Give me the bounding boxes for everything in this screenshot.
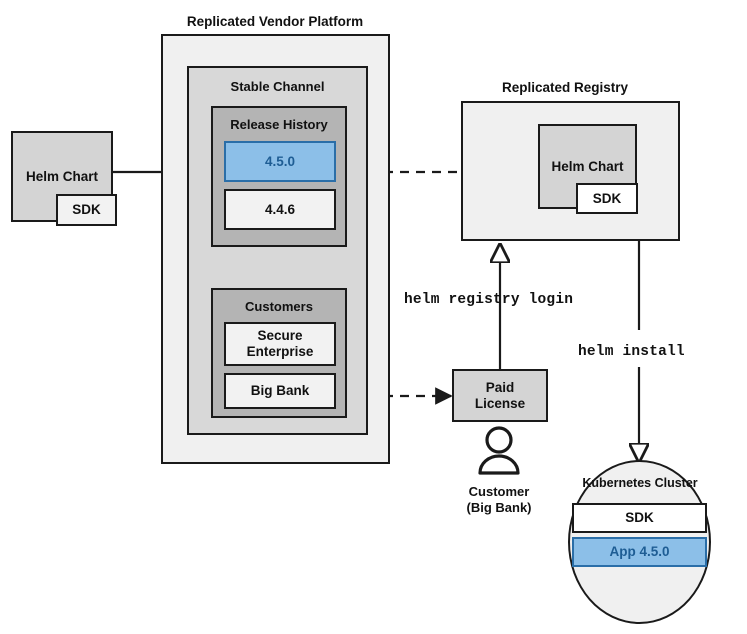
- cluster-item-app: App 4.5.0: [572, 537, 707, 567]
- release-item-4-5-0[interactable]: 4.5.0: [224, 141, 336, 182]
- source-sdk-box: SDK: [56, 194, 117, 226]
- vendor-platform-container: Stable Channel Release History 4.5.0 4.4…: [161, 34, 390, 464]
- registry-sdk-box: SDK: [576, 183, 638, 214]
- command-helm-install: helm install: [578, 344, 685, 360]
- registry-title: Replicated Registry: [501, 80, 629, 95]
- customer-item-big-bank[interactable]: Big Bank: [224, 373, 336, 409]
- registry-helm-chart-label: Helm Chart: [551, 158, 624, 174]
- cluster-item-sdk: SDK: [572, 503, 707, 533]
- release-history-container: Release History 4.5.0 4.4.6: [211, 106, 347, 247]
- customers-container: Customers Secure Enterprise Big Bank: [211, 288, 347, 418]
- customers-title: Customers: [245, 299, 313, 314]
- customer-item-secure-enterprise[interactable]: Secure Enterprise: [224, 322, 336, 366]
- source-helm-chart-box: Helm Chart: [11, 131, 113, 222]
- registry-sdk-label: SDK: [592, 190, 622, 206]
- paid-license-label: Paid License: [474, 379, 526, 411]
- source-sdk-label: SDK: [72, 202, 101, 218]
- release-history-title: Release History: [230, 117, 328, 132]
- customer-name-label: Big Bank: [250, 383, 310, 399]
- release-version-label: 4.4.6: [264, 201, 296, 217]
- vendor-platform-title: Replicated Vendor Platform: [186, 14, 364, 29]
- customer-name-label: Secure Enterprise: [246, 328, 314, 359]
- cluster-item-label: App 4.5.0: [609, 544, 670, 560]
- stable-channel-container: Stable Channel Release History 4.5.0 4.4…: [187, 66, 368, 435]
- kubernetes-cluster-title: Kubernetes Cluster: [582, 476, 698, 490]
- command-helm-registry-login: helm registry login: [404, 292, 574, 308]
- release-item-4-4-6[interactable]: 4.4.6: [224, 189, 336, 230]
- paid-license-box: Paid License: [452, 369, 548, 422]
- customer-actor-line1: Customer: [468, 484, 530, 499]
- customer-actor-caption: Customer (Big Bank): [434, 484, 564, 517]
- source-helm-chart-label: Helm Chart: [25, 168, 98, 184]
- customer-person-icon: [478, 426, 520, 475]
- cluster-item-label: SDK: [625, 510, 654, 526]
- stable-channel-title: Stable Channel: [230, 79, 325, 94]
- customer-actor-line2: (Big Bank): [466, 500, 532, 516]
- release-version-label: 4.5.0: [264, 153, 296, 169]
